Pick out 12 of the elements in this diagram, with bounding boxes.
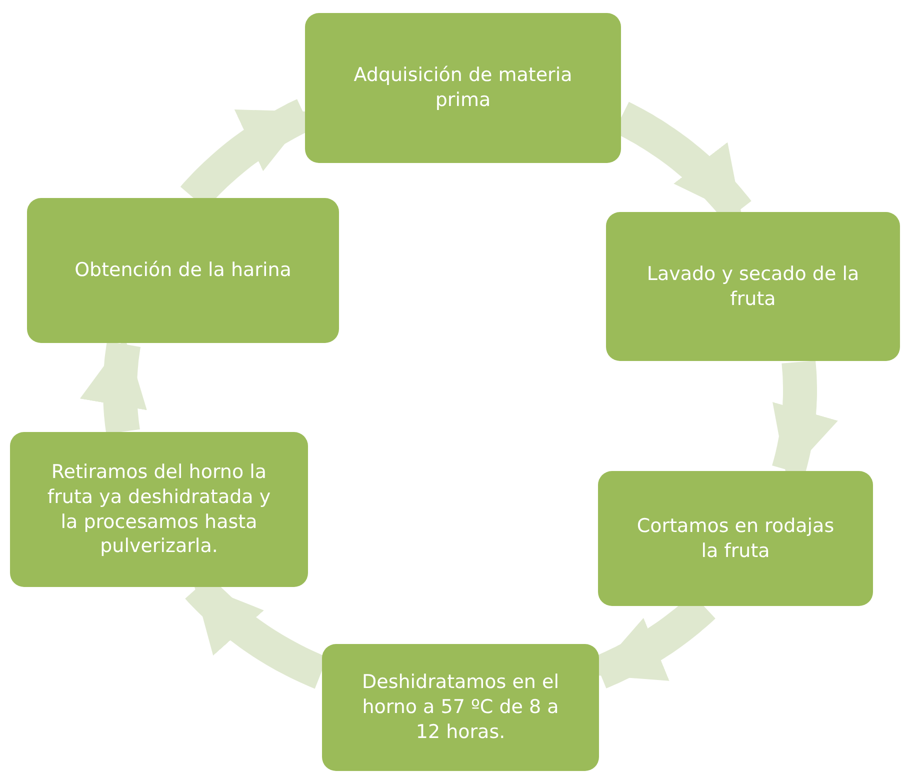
step-text: Retiramos del horno la fruta ya deshidratada y la procesamos hasta pulverizarla. [46, 460, 272, 559]
process-box [606, 212, 900, 361]
step-text: Obtención de la harina [74, 258, 292, 283]
process-box [305, 13, 621, 163]
process-box [10, 432, 308, 587]
step-text: Lavado y secado de la fruta [646, 262, 860, 312]
process-box [598, 471, 873, 606]
step-text: Cortamos en rodajas la fruta [636, 514, 836, 564]
process-box [27, 198, 339, 343]
step-text: Adquisición de materia prima [352, 63, 574, 113]
process-box [322, 644, 599, 771]
step-text: Deshidratamos en el horno a 57 ºC de 8 a 12 horas. [361, 670, 560, 745]
